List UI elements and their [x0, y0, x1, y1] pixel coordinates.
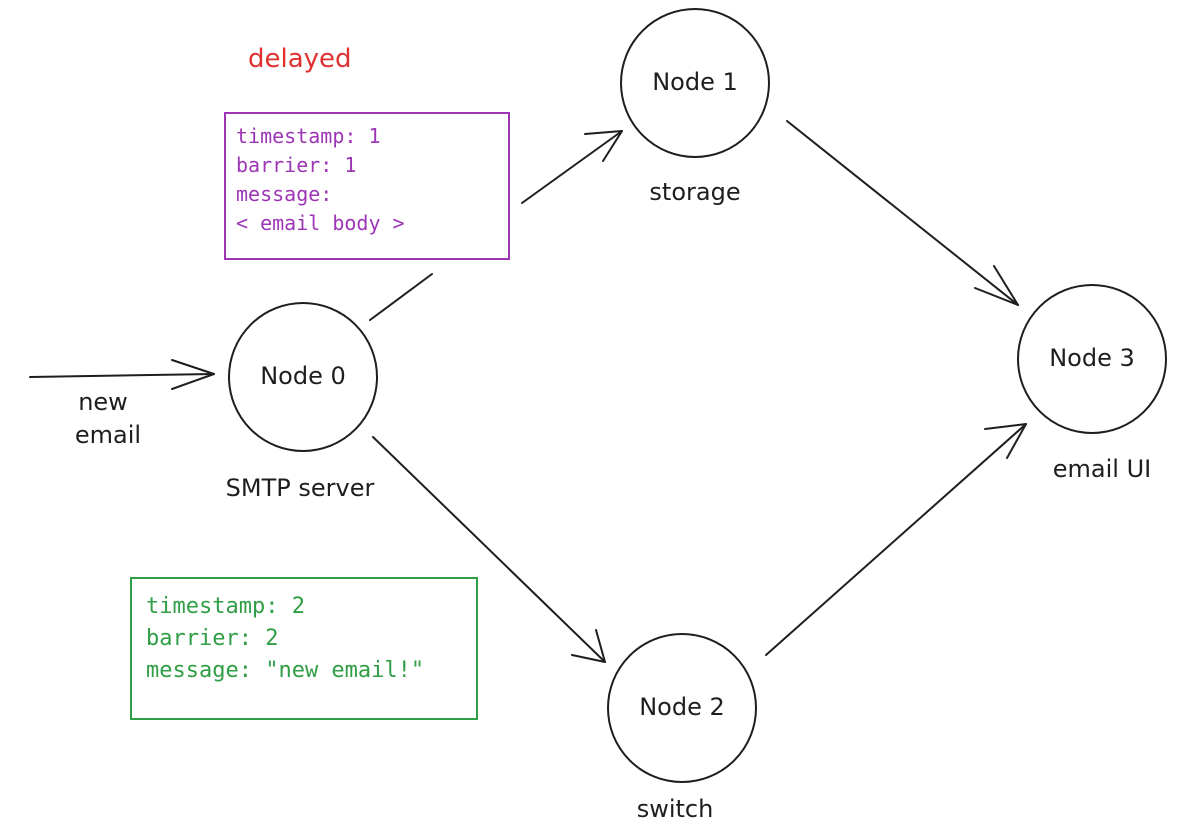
node-0-role-caption: SMTP server: [225, 474, 375, 502]
node-2-circle: [607, 633, 757, 783]
node-3-circle: [1017, 284, 1167, 434]
input-label-line2: email: [74, 421, 142, 449]
note-body-line: < email body >: [236, 211, 405, 235]
input-label-line1: new: [78, 388, 128, 416]
node-0-label: Node 0: [260, 362, 346, 390]
node-2-role-caption: switch: [636, 795, 714, 823]
delayed-label: delayed: [248, 44, 352, 74]
edge-node2-node3: [765, 423, 1027, 656]
node-1-role-caption: storage: [649, 178, 741, 206]
node-2-label: Node 2: [639, 693, 725, 721]
edge-node0-node2: [372, 436, 606, 663]
note-message-line: message: "new email!": [146, 657, 425, 683]
node-1-label: Node 1: [652, 68, 738, 96]
note-timestamp-line: timestamp: 2: [146, 594, 305, 619]
note-barrier-line: barrier: 2: [146, 625, 279, 651]
node-3-role-caption: email UI: [1052, 455, 1152, 483]
node-0-circle: [228, 302, 378, 452]
note-timestamp-line: timestamp: 1: [236, 124, 381, 148]
note-message-line: message:: [236, 182, 333, 206]
note-barrier-line: barrier: 1: [236, 153, 357, 177]
node-3-label: Node 3: [1049, 344, 1135, 372]
edge-node0-node1: [369, 130, 623, 321]
delayed-message-note: timestamp: 1 barrier: 1 message: < email…: [224, 112, 510, 260]
input-arrow: [29, 359, 215, 390]
node-1-circle: [620, 8, 770, 158]
new-email-message-note: timestamp: 2 barrier: 2 message: "new em…: [130, 577, 478, 720]
edge-node1-node3: [786, 120, 1019, 306]
